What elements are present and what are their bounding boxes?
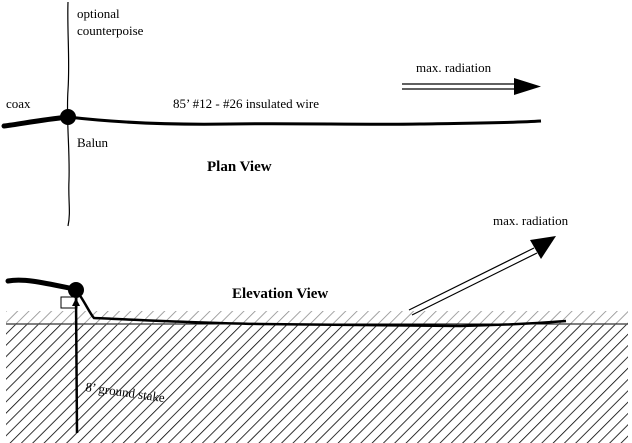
wire-label: 85’ #12 - #26 insulated wire <box>173 96 319 111</box>
counterpoise-label-line2: counterpoise <box>77 23 144 38</box>
coax-label: coax <box>6 96 31 111</box>
counterpoise-wire <box>66 1 70 227</box>
plan-view: optional counterpoise coax Balun 85’ #12… <box>1 1 542 227</box>
elevation-radiation-arrow <box>408 236 556 316</box>
ground-stake <box>60 296 80 434</box>
elevation-antenna-wire <box>75 289 567 328</box>
counterpoise-label-line1: optional <box>77 6 120 21</box>
elevation-view: max. radiation Elevation View 8’ ground … <box>5 213 628 443</box>
plan-view-title: Plan View <box>207 159 272 175</box>
balun-label: Balun <box>77 135 109 150</box>
balun-node <box>60 109 76 125</box>
plan-radiation-label: max. radiation <box>416 60 492 75</box>
elevation-balun-node <box>68 282 84 298</box>
plan-radiation-arrow <box>402 78 541 95</box>
coax-line <box>1 114 71 129</box>
antenna-wire <box>67 115 542 126</box>
ground-region <box>6 311 628 443</box>
elevation-coax-line <box>5 277 77 292</box>
elevation-radiation-label: max. radiation <box>493 213 569 228</box>
elevation-view-title: Elevation View <box>232 286 328 302</box>
